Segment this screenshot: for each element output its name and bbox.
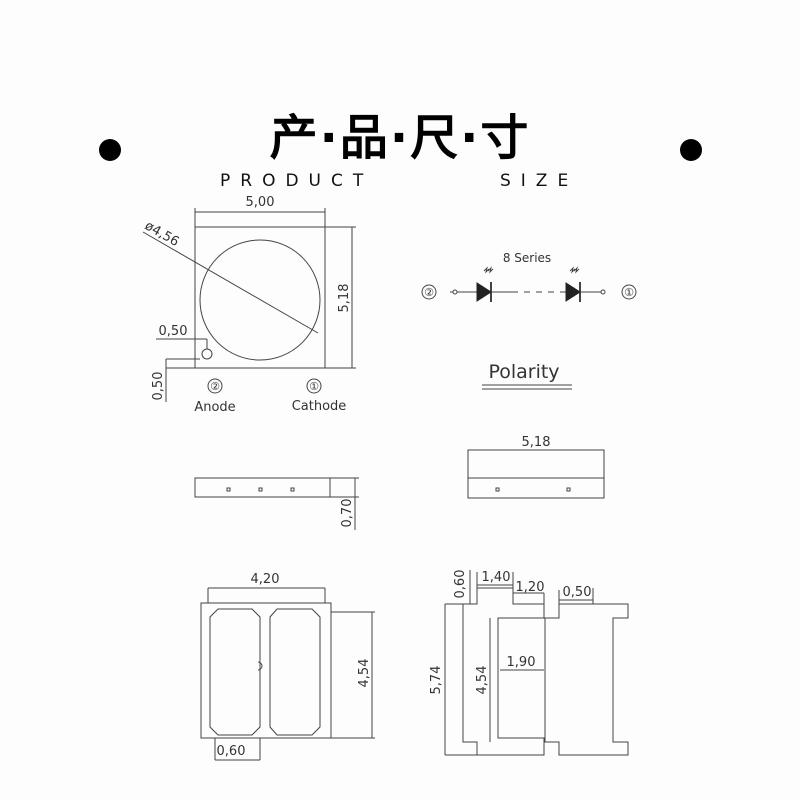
title-chinese: 产·品·尺·寸: [269, 110, 531, 166]
dim-profile-center-width: 1,90: [507, 655, 536, 670]
pin1-label: ①: [309, 380, 319, 393]
profile-left-part: [462, 587, 545, 756]
dim-side-thickness: 0,70: [340, 499, 355, 528]
circuit-pin1-label: ①: [624, 286, 634, 299]
dim-profile-total-height: 5,74: [429, 666, 444, 695]
cathode-label: Cathode: [292, 399, 347, 414]
pin2-label: ②: [210, 380, 220, 393]
dim-pad-gap: 0,60: [217, 744, 246, 759]
dim-profile-top-gap: 0,60: [453, 570, 468, 599]
dim-profile-slot-width: 1,20: [516, 580, 545, 595]
polarity-title: Polarity: [488, 361, 559, 383]
dim-profile-inner-height: 4,54: [475, 666, 490, 695]
series-label: 8 Series: [503, 251, 551, 265]
dim-mark-offset-x: 0,50: [159, 324, 188, 339]
right-bullet-dot: [680, 139, 702, 161]
profile-right-part: [544, 588, 629, 756]
dim-diameter: ø4,56: [142, 218, 181, 249]
pad-outer-frame: [200, 602, 332, 739]
side-view-left-body: [194, 477, 356, 498]
side-view-right-body: [467, 449, 605, 499]
top-view-lens: [199, 239, 321, 361]
polarity-mark: [201, 348, 213, 360]
title-english-size: SIZE: [500, 171, 579, 191]
title-english-product: PRODUCT: [220, 171, 374, 191]
dim-pad-height: 4,54: [357, 659, 372, 688]
pad-right: [269, 608, 321, 736]
dim-mark-offset-y: 0,50: [151, 372, 166, 401]
top-view-body: [194, 226, 326, 369]
pad-left: [209, 608, 261, 736]
circuit-pin2-label: ②: [424, 286, 434, 299]
dim-side-width: 5,18: [522, 435, 551, 450]
dim-profile-pad-width: 1,40: [482, 570, 511, 585]
anode-label: Anode: [194, 400, 235, 415]
dim-pad-width: 4,20: [251, 572, 280, 587]
dim-top-width: 5,00: [246, 195, 275, 210]
dim-profile-right-pad: 0,50: [563, 585, 592, 600]
left-bullet-dot: [99, 139, 121, 161]
dim-top-height: 5,18: [337, 284, 352, 313]
